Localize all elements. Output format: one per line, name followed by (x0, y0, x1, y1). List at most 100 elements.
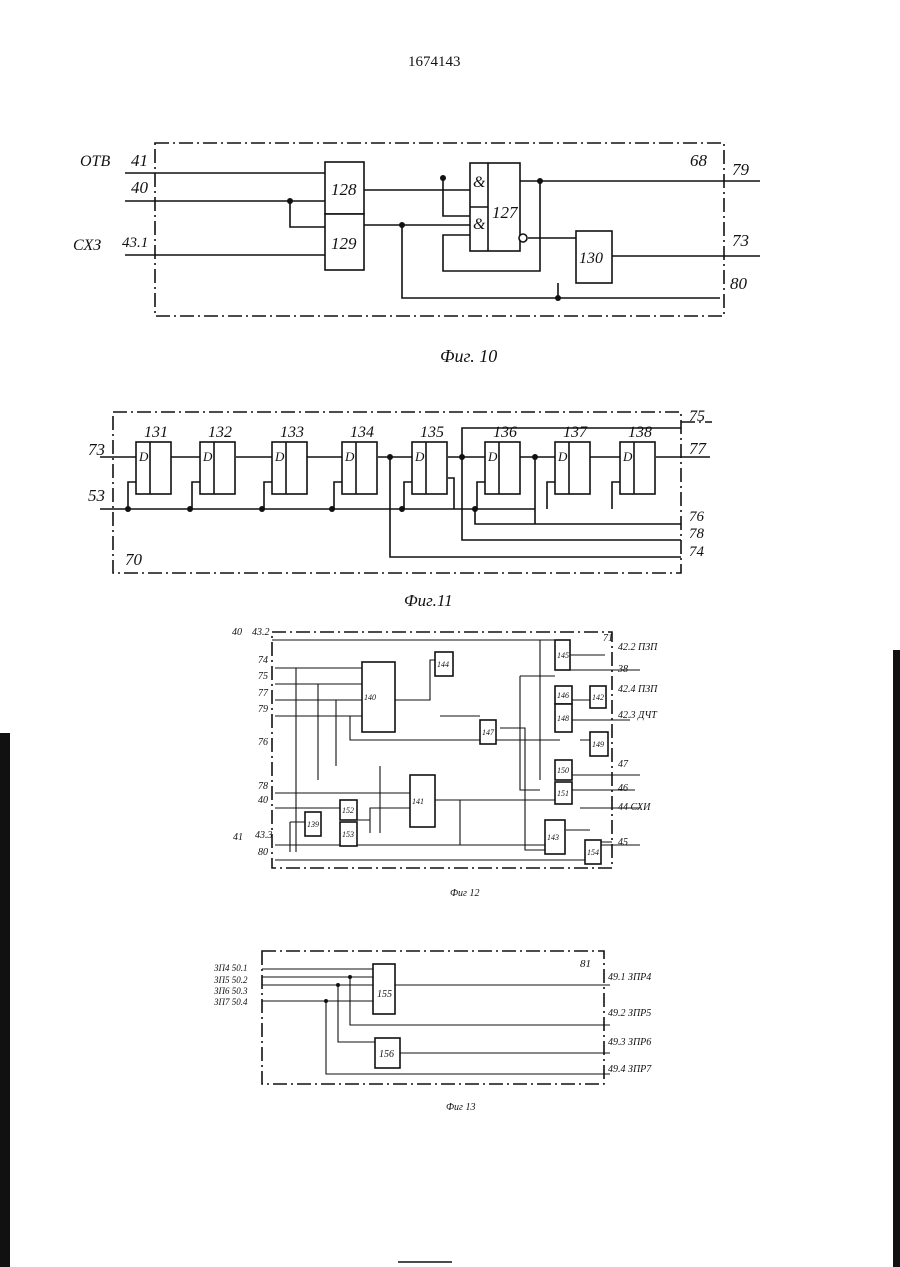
fig12-wires (272, 640, 640, 860)
fig13-left-inputs: ЗП4 50.1ЗП5 50.2ЗП6 50.3ЗП7 50.4 (214, 963, 248, 1007)
fig12-block-label: 146 (557, 691, 569, 700)
fig10-caption: Фиг. 10 (440, 346, 497, 366)
fig10-frame-label: 68 (690, 151, 708, 170)
fig12-block-label: 150 (557, 766, 569, 775)
fig12-caption: Фиг 12 (450, 888, 479, 899)
fig12-left-label: 76 (258, 737, 268, 748)
fig11-trigger-label: 135 (420, 424, 444, 441)
fig12-block-label: 149 (592, 740, 604, 749)
fig10-block-128-label: 128 (331, 180, 357, 199)
fig11-caption: Фиг.11 (404, 591, 453, 610)
fig11-trigger-d: D (557, 449, 568, 464)
fig12-right-label: 47 (618, 759, 629, 770)
fig10-block-129-label: 129 (331, 234, 357, 253)
fig12-left-label: 77 (258, 688, 269, 699)
fig10-frame (155, 143, 724, 316)
fig10-junction (287, 198, 293, 204)
fig11-clock-input (128, 482, 136, 509)
fig10-block-130-label: 130 (579, 250, 603, 267)
fig11-trigger-d: D (487, 449, 498, 464)
fig11-clock-input (612, 482, 620, 509)
figure-12: 40 43.2 41 71 7475777976784043.380 42.2 … (232, 627, 658, 899)
fig12-right-label: 42.4 ПЗП (618, 684, 658, 695)
fig11-clock-input (264, 482, 272, 509)
fig13-left-label: ЗП5 50.2 (214, 975, 248, 985)
fig12-left-label: 78 (258, 781, 268, 792)
fig11-trigger-d: D (274, 449, 285, 464)
fig12-right-label: 42.2 ПЗП (618, 642, 658, 653)
fig12-left-inputs: 7475777976784043.380 (255, 655, 273, 858)
fig10-and-sign-1: & (473, 174, 486, 191)
fig11-junction (459, 454, 465, 460)
fig13-right-label: 49.1 ЗПР4 (608, 972, 651, 983)
fig11-trigger-label: 133 (280, 424, 304, 441)
fig11-trigger-d: D (138, 449, 149, 464)
fig12-block-label: 153 (342, 830, 354, 839)
fig12-left-label: 79 (258, 704, 268, 715)
fig13-junction (324, 999, 328, 1003)
fig12-blocks: 1401411421431441451461471481491501511521… (305, 640, 608, 864)
fig12-node-41: 41 (233, 832, 243, 843)
fig12-block-label: 145 (557, 651, 569, 660)
fig10-wire-129-127 (364, 225, 720, 298)
fig12-block-label: 139 (307, 820, 319, 829)
fig10-junction (555, 295, 561, 301)
fig12-right-outputs: 42.2 ПЗП3842.4 ПЗП42.3 ДЧТ474644 СХИ45 (617, 642, 658, 848)
figure-13: 81 ЗП4 50.1ЗП5 50.2ЗП6 50.3ЗП7 50.4 49.1… (214, 951, 652, 1113)
fig12-block-label: 143 (547, 833, 559, 842)
fig11-trigger-d: D (622, 449, 633, 464)
fig12-block-label: 147 (482, 728, 495, 737)
figure-10: ОТВ 41 40 СХЗ 43.1 68 79 73 80 128 129 &… (73, 143, 760, 366)
fig13-right-label: 49.4 ЗПР7 (608, 1064, 652, 1075)
fig11-junction (387, 454, 393, 460)
fig11-triggers: D131D132D133D134D135D136D137D138 (128, 424, 655, 509)
fig12-left-label: 40 (258, 795, 268, 806)
fig12-block-label: 142 (592, 693, 604, 702)
fig10-junction (537, 178, 543, 184)
fig12-right-label: 45 (618, 837, 628, 848)
fig11-in-73: 73 (88, 440, 105, 459)
fig13-junction (348, 975, 352, 979)
fig11-trigger-d: D (202, 449, 213, 464)
fig11-junction (532, 454, 538, 460)
fig12-block-label: 154 (587, 848, 599, 857)
fig12-left-label: 75 (258, 671, 268, 682)
fig13-junction (336, 983, 340, 987)
fig11-in-53: 53 (88, 486, 105, 505)
fig13-left-label: ЗП6 50.3 (214, 986, 248, 996)
fig10-out-79: 79 (732, 160, 750, 179)
fig11-feedback-135 (448, 478, 454, 509)
fig11-trigger-d: D (414, 449, 425, 464)
fig11-trigger-label: 136 (493, 424, 517, 441)
fig11-out-76: 76 (689, 509, 705, 525)
fig12-right-label: 46 (618, 783, 628, 794)
fig12-block-label: 144 (437, 660, 449, 669)
fig13-block-155-label: 155 (377, 989, 392, 1000)
fig11-frame-label: 70 (125, 550, 143, 569)
fig11-clock-input (547, 482, 555, 509)
fig10-junction (440, 175, 446, 181)
fig11-trigger-label: 138 (628, 424, 652, 441)
fig12-right-label: 42.3 ДЧТ (618, 710, 658, 721)
figure-11: 73 53 70 75 77 76 78 74 D131D132D133D134… (88, 408, 712, 610)
fig13-right-outputs: 49.1 ЗПР449.2 ЗПР549.3 ЗПР649.4 ЗПР7 (608, 972, 652, 1075)
fig10-junction (399, 222, 405, 228)
fig10-label-431: 43.1 (122, 235, 148, 251)
fig13-right-label: 49.2 ЗПР5 (608, 1008, 651, 1019)
fig10-label-sx3: СХЗ (73, 237, 101, 254)
fig11-trigger-label: 132 (208, 424, 232, 441)
fig11-out-77: 77 (689, 439, 708, 458)
fig13-left-label: ЗП4 50.1 (214, 963, 247, 973)
fig11-clock-input (404, 482, 412, 509)
fig10-block-127-label: 127 (492, 203, 519, 222)
fig11-trigger-label: 131 (144, 424, 168, 441)
fig12-block-label: 148 (557, 714, 569, 723)
fig12-left-label: 80 (258, 847, 268, 858)
fig11-trigger-label: 137 (563, 424, 588, 441)
fig13-caption: Фиг 13 (446, 1102, 475, 1113)
fig11-clock-input (334, 482, 342, 509)
fig12-left-label: 74 (258, 655, 268, 666)
fig13-wires (262, 969, 610, 1074)
page-number: 1674143 (408, 54, 461, 70)
